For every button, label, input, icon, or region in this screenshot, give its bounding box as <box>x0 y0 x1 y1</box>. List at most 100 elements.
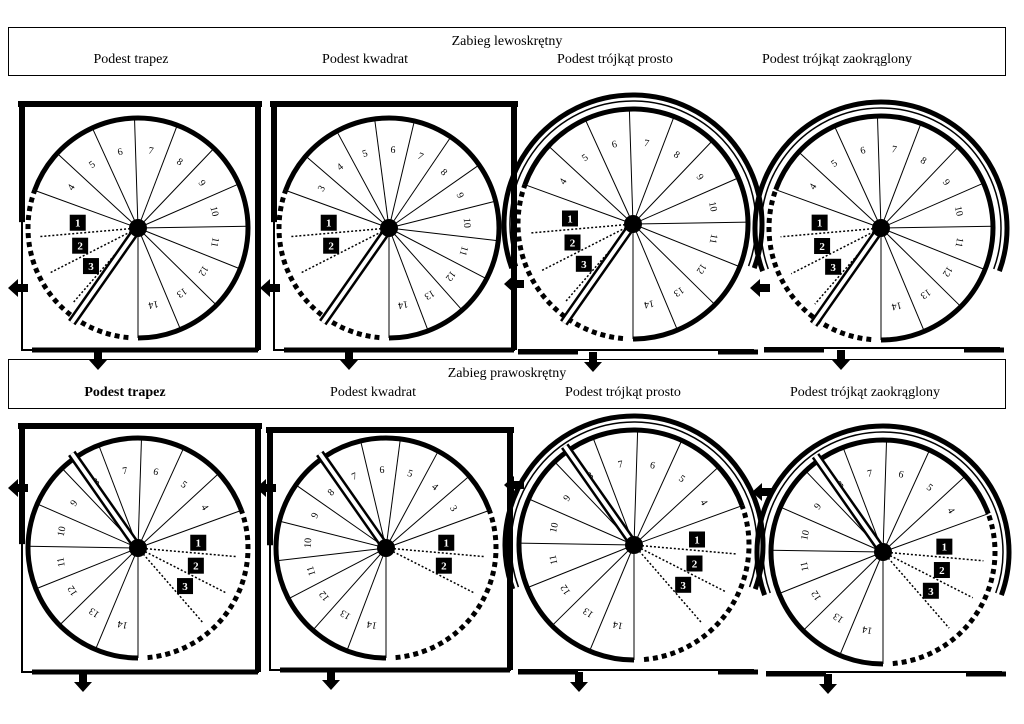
step-divider <box>137 183 239 229</box>
step-divider <box>632 177 739 225</box>
landing-mark-box <box>69 214 86 231</box>
bottom-header-title: Zabieg prawoskrętny <box>447 366 567 381</box>
step-number: 14 <box>117 618 129 631</box>
step-number: 12 <box>809 588 824 602</box>
step-number: 9 <box>309 511 321 520</box>
landing-arc <box>147 509 251 661</box>
step-number: 11 <box>457 245 470 257</box>
step-divider <box>633 440 683 546</box>
step-number: 5 <box>676 473 687 485</box>
landing-mark-box <box>82 258 99 275</box>
center-post <box>129 219 147 237</box>
bottom-label-trapez: Podest trapez <box>84 385 166 400</box>
outer-railing-inner <box>762 431 1004 594</box>
step-number: 7 <box>350 471 359 483</box>
step-number: 13 <box>581 605 595 620</box>
center-post <box>874 543 892 561</box>
handrail-beam-inner <box>70 226 140 324</box>
step-divider <box>882 475 966 553</box>
down-arrow-icon <box>74 672 92 692</box>
landing-mark: 2 <box>441 561 447 573</box>
landing-mark-box <box>438 534 455 551</box>
stair-outline <box>773 113 996 343</box>
landing-arc <box>515 183 624 342</box>
exit-arrow-icon <box>260 279 280 297</box>
step-divider <box>633 430 639 546</box>
step-number: 10 <box>303 538 315 549</box>
down-arrow-icon <box>584 352 602 372</box>
step-divider <box>524 184 634 225</box>
landing-line <box>633 544 703 624</box>
step-divider <box>137 472 220 549</box>
step-divider <box>91 127 139 229</box>
step-number: 14 <box>643 297 655 310</box>
step-number: 7 <box>122 466 129 478</box>
step-number: 10 <box>706 201 719 213</box>
landing-mark: 1 <box>326 218 332 230</box>
step-divider <box>771 549 884 553</box>
exit-arrow-icon <box>256 479 276 497</box>
step-number: 14 <box>612 618 624 631</box>
landing-mark-box <box>686 555 703 572</box>
down-arrow-icon <box>322 670 340 690</box>
step-number: 4 <box>198 503 210 513</box>
step-divider <box>385 450 439 549</box>
step-number: 6 <box>379 465 385 476</box>
step-number: 7 <box>617 459 624 471</box>
top-label-trojkat-prosto: Podest trójkąt prosto <box>557 52 673 67</box>
step-divider <box>548 145 634 225</box>
center-post <box>380 219 398 237</box>
step-divider <box>842 447 884 553</box>
step-number: 11 <box>208 236 221 247</box>
step-divider <box>34 189 139 229</box>
step-number: 8 <box>174 156 184 168</box>
step-divider <box>882 440 888 553</box>
step-number: 7 <box>891 144 898 156</box>
step-number: 14 <box>366 618 378 631</box>
step-number: 14 <box>861 623 873 636</box>
landing-mark: 2 <box>328 241 334 253</box>
step-divider <box>137 447 185 549</box>
step-number: 13 <box>87 605 101 620</box>
landing-mark-box <box>190 534 207 551</box>
step-divider <box>388 200 496 229</box>
step-number: 3 <box>316 184 328 194</box>
step-divider <box>798 151 882 229</box>
step-number: 4 <box>945 506 957 516</box>
landing-line <box>882 551 984 562</box>
step-number: 3 <box>447 504 459 514</box>
landing-line <box>780 227 882 238</box>
landing-mark-box <box>936 538 953 555</box>
step-number: 6 <box>611 139 618 151</box>
step-number: 5 <box>829 158 840 170</box>
landing-line <box>882 551 950 629</box>
landing-mark: 3 <box>830 262 836 274</box>
step-number: 7 <box>148 146 155 158</box>
landing-mark: 1 <box>444 538 450 550</box>
step-divider <box>288 547 387 600</box>
landing-mark: 3 <box>928 586 934 598</box>
center-post <box>377 539 395 557</box>
step-divider <box>388 227 487 280</box>
step-number: 10 <box>207 205 220 217</box>
step-number: 4 <box>66 183 78 193</box>
outer-railing-inner <box>760 107 1002 270</box>
step-divider <box>360 440 387 549</box>
step-number: 6 <box>649 460 656 472</box>
step-number: 4 <box>697 498 709 508</box>
step-number: 5 <box>87 159 98 171</box>
stair-outline <box>32 115 251 341</box>
handrail-beam-inner <box>70 452 140 550</box>
step-divider <box>59 547 139 626</box>
step-divider <box>385 438 401 549</box>
landing-mark: 1 <box>196 538 202 550</box>
step-divider <box>305 155 390 229</box>
step-number: 7 <box>416 151 425 163</box>
landing-mark: 2 <box>692 558 698 570</box>
outer-railing-inner <box>509 100 757 267</box>
step-divider <box>632 223 716 306</box>
landing-mark-box <box>177 578 194 595</box>
